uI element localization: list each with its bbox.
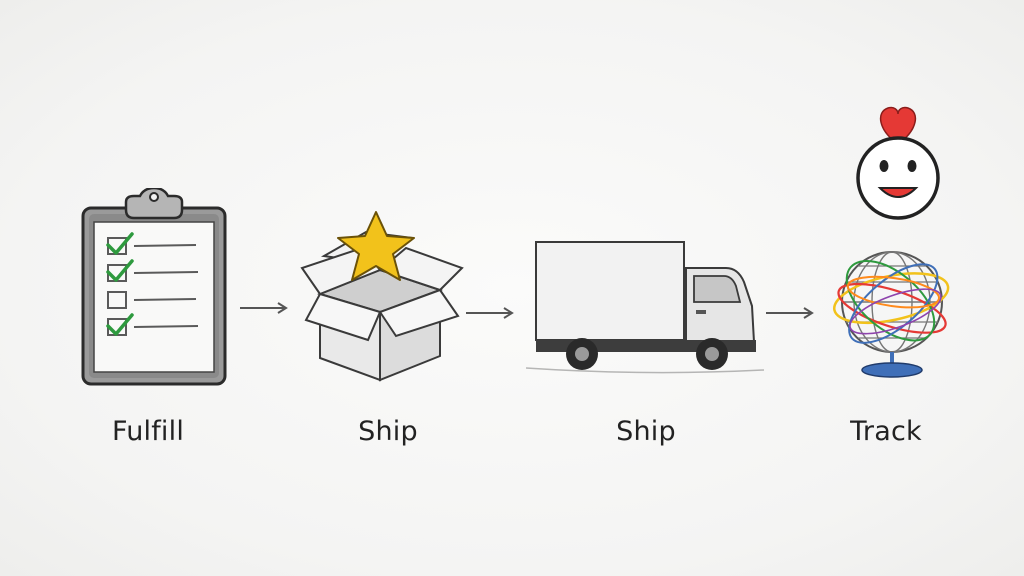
step-label-ship-truck: Ship <box>616 416 676 447</box>
step-ship-box <box>296 208 468 386</box>
delivery-truck-icon <box>526 241 764 374</box>
step-ship-truck <box>526 236 764 376</box>
globe-smiley-icon <box>833 106 950 378</box>
step-fulfill <box>78 188 230 388</box>
step-track <box>828 102 956 380</box>
arrow-right-icon <box>466 307 514 319</box>
step-label-fulfill: Fulfill <box>111 416 185 447</box>
open-box-star-icon <box>300 211 464 382</box>
clipboard-checklist-icon <box>81 188 227 386</box>
step-label-ship-box: Ship <box>358 416 418 447</box>
arrow-right-icon <box>766 307 814 319</box>
step-label-track: Track <box>850 416 922 447</box>
arrow-right-icon <box>240 302 288 314</box>
